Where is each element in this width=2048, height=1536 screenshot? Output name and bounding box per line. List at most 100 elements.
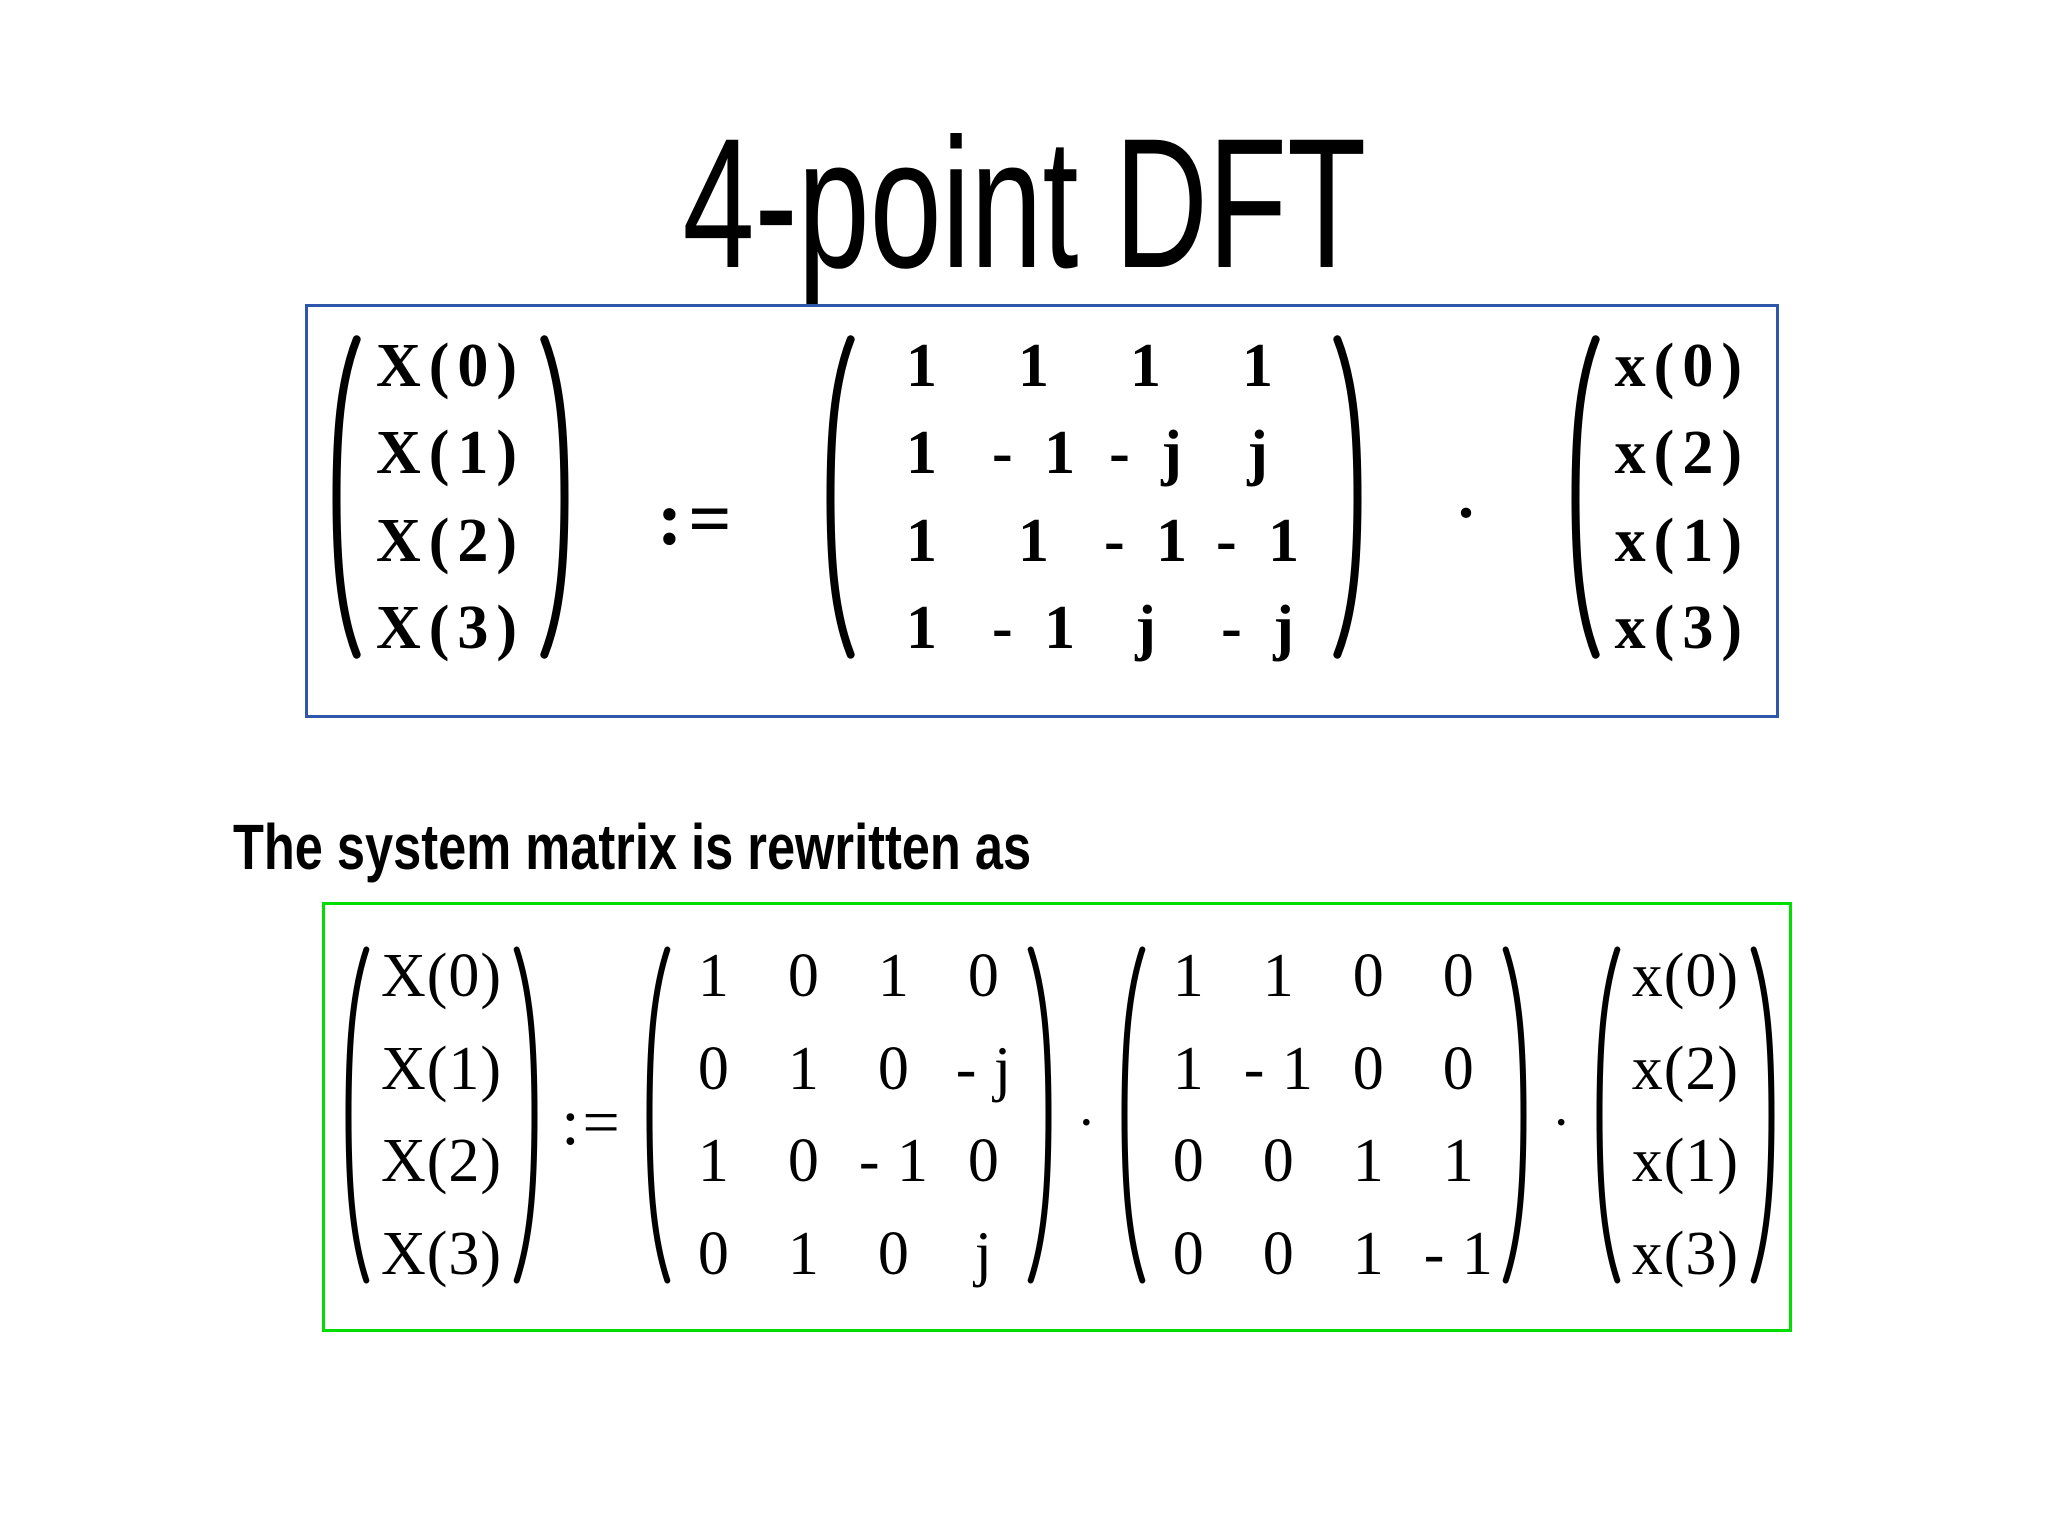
assign-operator: := (561, 1086, 623, 1159)
matrix-cell: - j (1221, 593, 1302, 662)
eq2-rhs-entries: x(0) x(2) x(1) x(3) (1622, 945, 1749, 1285)
eq2-lhs-entries: X(0) X(1) X(2) X(3) (371, 945, 512, 1285)
multiply-dot: · (1455, 477, 1477, 548)
matrix-cell: 0 (1172, 1219, 1205, 1288)
matrix-cell: 1 (1172, 1034, 1205, 1103)
matrix-cell: 1 (1352, 1127, 1385, 1196)
matrix-cell: 1 (1352, 1219, 1385, 1288)
matrix-cell: j (1247, 419, 1276, 488)
matrix-cell: 1 (906, 419, 946, 488)
matrix-cell: 0 (1352, 942, 1385, 1010)
matrix-cell: j (1135, 593, 1164, 662)
page-title-text: 4-point DFT (682, 101, 1366, 307)
matrix-cell: 1 (1018, 332, 1058, 400)
matrix-cell: 1 (697, 942, 730, 1010)
matrix-cell: 1 (787, 1219, 820, 1288)
matrix-cell: 0 (787, 1127, 820, 1196)
paren-left-icon (1567, 335, 1601, 659)
matrix-cell: 0 (1442, 1034, 1475, 1103)
note-text: The system matrix is rewritten as (233, 811, 1032, 883)
paren-left-icon (341, 945, 371, 1285)
matrix-cell: 1 (1018, 506, 1058, 575)
paren-left-icon (328, 335, 362, 659)
matrix-cell: - j (1109, 419, 1190, 488)
matrix-cell: 1 (1172, 942, 1205, 1010)
matrix-cell: x(3) (1614, 593, 1750, 662)
matrix-cell: 1 (1442, 1127, 1475, 1196)
matrix-cell: 1 (1242, 332, 1282, 400)
matrix-cell: - 1 (1423, 1219, 1494, 1288)
matrix-cell: - 1 (1103, 506, 1196, 575)
eq2-rhs-vector: x(0) x(2) x(1) x(3) (1592, 945, 1779, 1285)
paren-right-icon (1749, 945, 1779, 1285)
matrix-cell: - j (955, 1034, 1013, 1103)
eq1-system-matrix: 1 1 1 1 1 - 1 - j j 1 1 - 1 - 1 1 - 1 j - j (822, 335, 1366, 659)
matrix-cell: x(1) (1631, 1127, 1739, 1196)
matrix-cell: X(0) (381, 942, 503, 1010)
paren-left-icon (1117, 945, 1147, 1285)
matrix-cell: 1 (787, 1034, 820, 1103)
eq2-lhs-vector: X(0) X(1) X(2) X(3) (341, 945, 542, 1285)
matrix-cell: X(1) (381, 1034, 503, 1103)
matrix-cell: 0 (967, 1127, 1000, 1196)
matrix-cell: 1 (906, 593, 946, 662)
matrix-cell: 1 (1262, 942, 1295, 1010)
matrix-cell: - 1 (991, 419, 1084, 488)
matrix-cell: 0 (967, 942, 1000, 1010)
page-title: 4-point DFT (0, 112, 2048, 297)
matrix-cell: 0 (877, 1034, 910, 1103)
paren-right-icon (1026, 945, 1056, 1285)
matrix-cell: 0 (1262, 1127, 1295, 1196)
matrix-cell: x(2) (1614, 419, 1750, 488)
matrix-cell: 0 (1172, 1127, 1205, 1196)
matrix-cell: - 1 (1243, 1034, 1314, 1103)
matrix-cell: X(0) (376, 332, 526, 400)
matrix-cell: x(0) (1631, 942, 1739, 1010)
multiply-dot: · (1077, 1092, 1096, 1154)
paren-right-icon (1501, 945, 1531, 1285)
matrix-cell: 1 (906, 332, 946, 400)
paren-left-icon (822, 335, 856, 659)
assign-operator: := (656, 477, 738, 561)
matrix-cell: 0 (1352, 1034, 1385, 1103)
matrix-cell: X(1) (376, 419, 526, 488)
matrix-cell: 1 (697, 1127, 730, 1196)
matrix-cell: x(2) (1631, 1034, 1739, 1103)
matrix-cell: 0 (877, 1219, 910, 1288)
matrix-cell: X(3) (381, 1219, 503, 1288)
paren-right-icon (1332, 335, 1366, 659)
matrix-cell: X(3) (376, 593, 526, 662)
eq1-rhs-vector: x(0) x(2) x(1) x(3) (1567, 335, 1764, 659)
matrix-cell: - 1 (991, 593, 1084, 662)
eq1-lhs-vector: X(0)X(1)X(2)X(3) (328, 335, 573, 659)
eq1-lhs-entries: X(0)X(1)X(2)X(3) (362, 335, 539, 659)
matrix-cell: - 1 (858, 1127, 929, 1196)
matrix-cell: 0 (1262, 1219, 1295, 1288)
eq1-matrix-cells: 1 1 1 1 1 - 1 - j j 1 1 - 1 - 1 1 - 1 j - j (856, 335, 1332, 659)
matrix-cell: x(3) (1631, 1219, 1739, 1288)
matrix-cell: 1 (906, 506, 946, 575)
paren-left-icon (1592, 945, 1622, 1285)
matrix-cell: 0 (1442, 942, 1475, 1010)
matrix-cell: 0 (697, 1034, 730, 1103)
paren-right-icon (512, 945, 542, 1285)
matrix-cell: j (974, 1219, 993, 1288)
paren-right-icon (539, 335, 573, 659)
matrix-cell: 0 (697, 1219, 730, 1288)
matrix-cell: x(1) (1614, 506, 1750, 575)
eq1-rhs-entries: x(0) x(2) x(1) x(3) (1601, 335, 1764, 659)
matrix-cell: X(2) (381, 1127, 503, 1196)
multiply-dot: · (1551, 1092, 1571, 1154)
matrix-cell: - 1 (1215, 506, 1308, 575)
matrix-cell: 0 (787, 942, 820, 1010)
matrix-cell: x(0) (1614, 332, 1750, 400)
paren-left-icon (642, 945, 672, 1285)
matrix-cell: 1 (1130, 332, 1170, 400)
